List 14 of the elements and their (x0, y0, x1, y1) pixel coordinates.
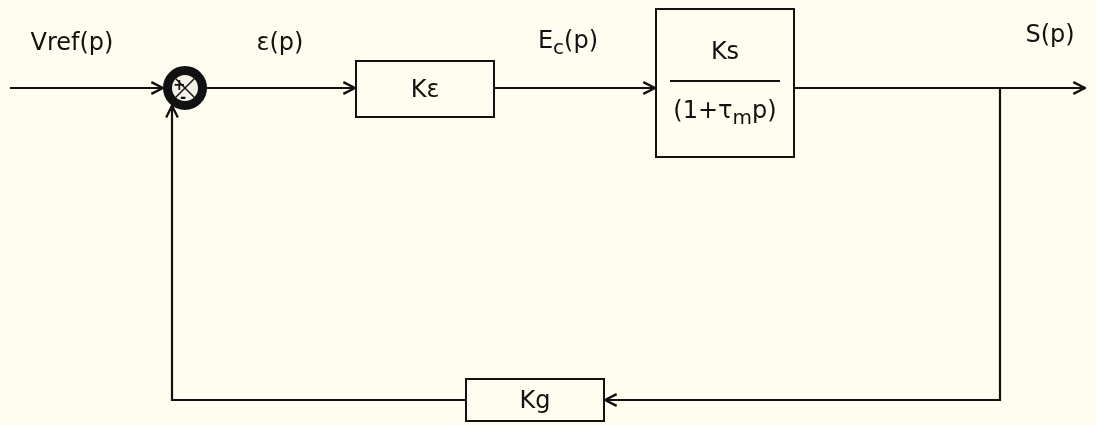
numerator: Ks (710, 37, 740, 66)
transfer-function-block (465, 378, 605, 422)
arrow (495, 81, 657, 95)
arrow (10, 81, 165, 95)
arrow (165, 104, 465, 402)
summing-junction (163, 66, 207, 110)
transfer-function-block (655, 8, 795, 158)
gain-label: Kg (519, 385, 551, 415)
arrow (603, 86, 1002, 407)
transfer-function-block (355, 60, 495, 118)
minus-sign: - (180, 90, 187, 105)
arrow (207, 81, 357, 95)
gain-label: Kε (410, 74, 440, 104)
denominator: (1+τ$_{m}$p) (673, 96, 777, 129)
